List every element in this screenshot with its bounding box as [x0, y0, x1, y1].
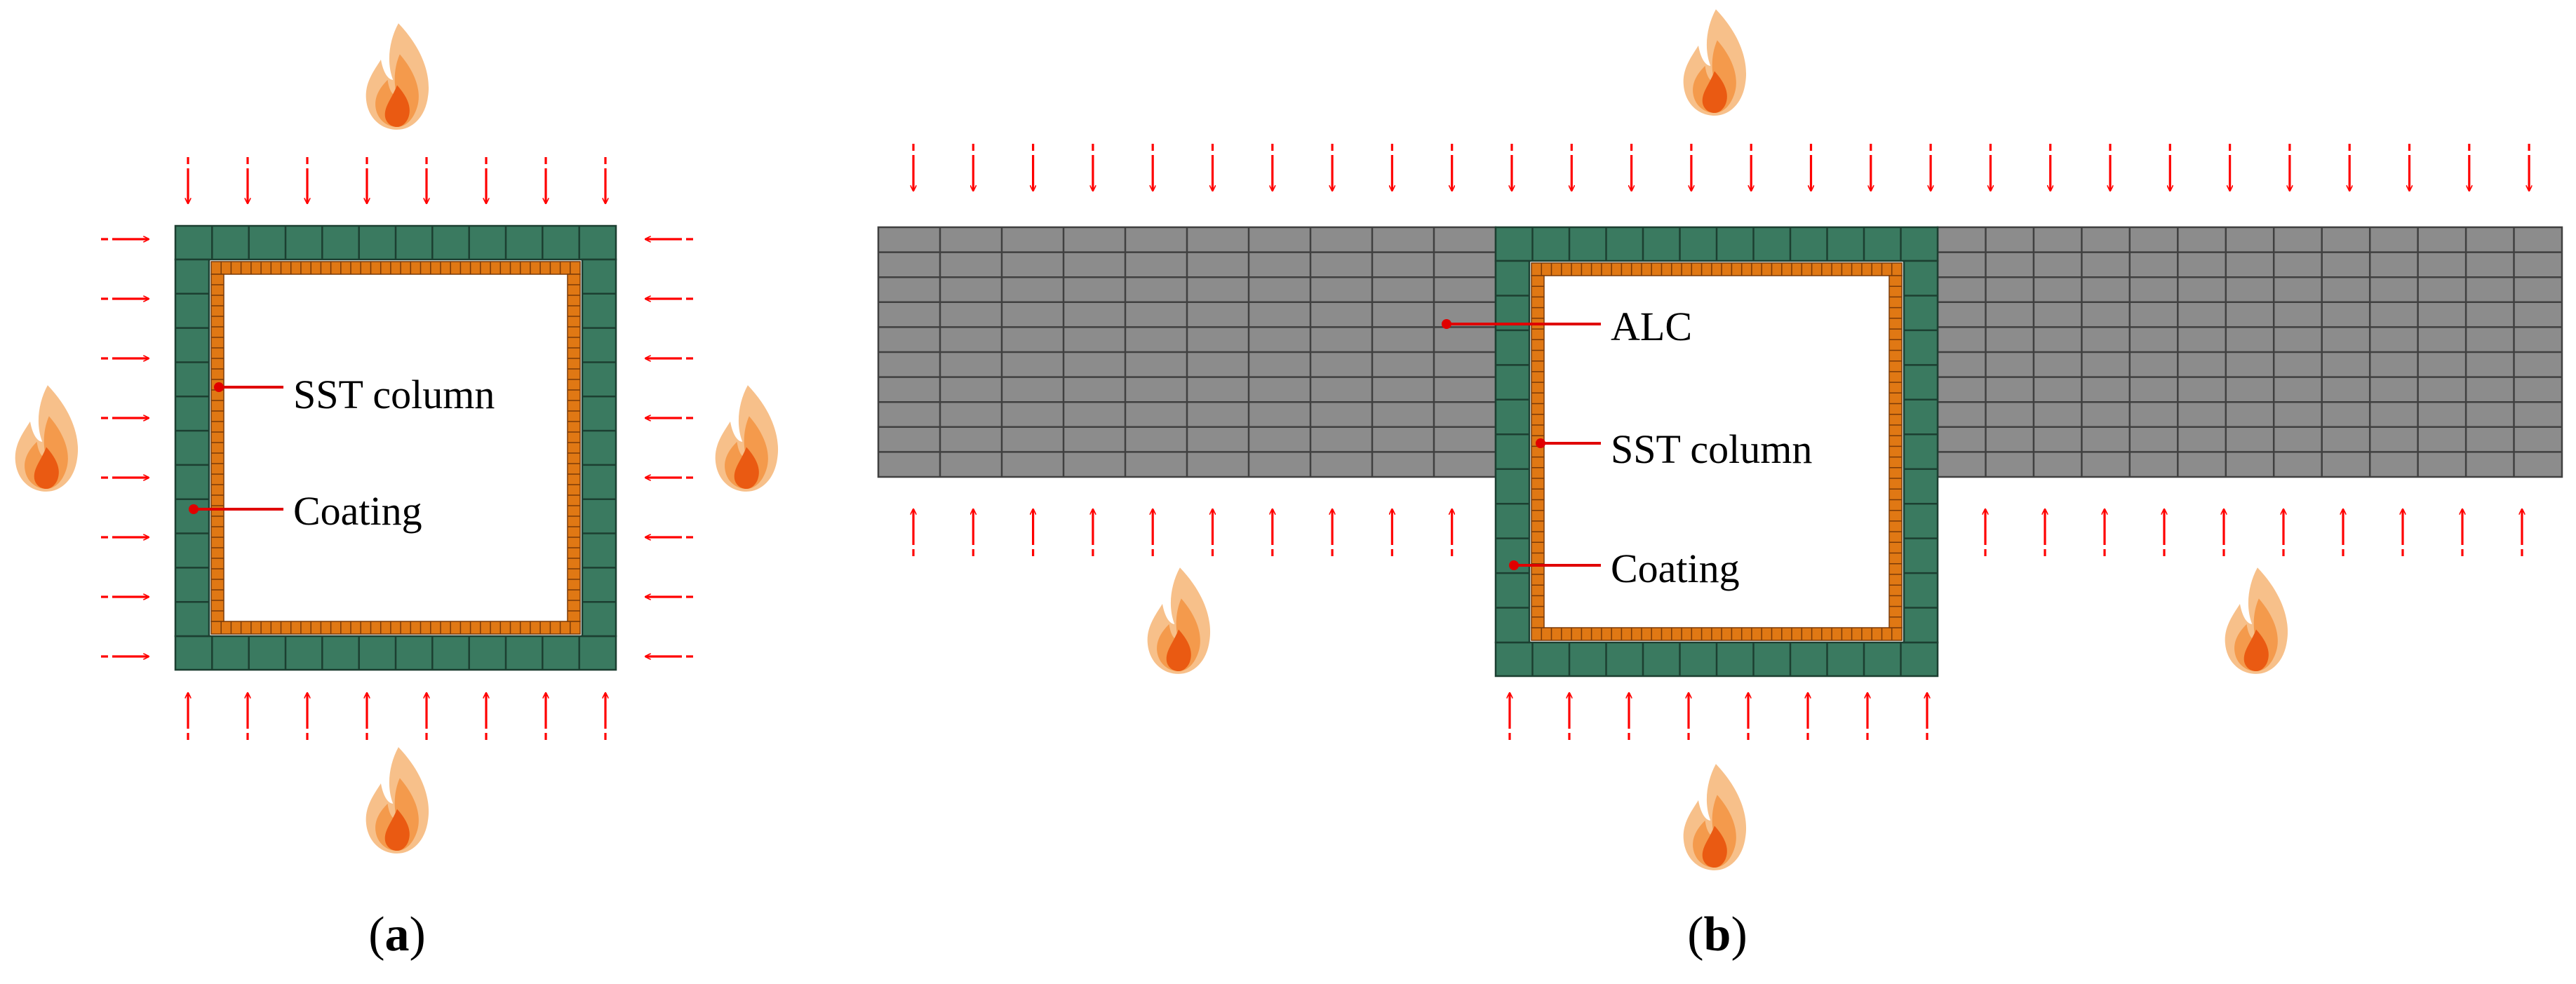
coating-layer-a-top-grid	[211, 226, 580, 260]
sst-column-leader-a	[214, 382, 283, 392]
coating-layer-a-right-fill	[581, 258, 617, 638]
steel-tube-a-top-fill	[210, 261, 581, 275]
coating-layer-b-left-grid	[1496, 295, 1529, 609]
panel-b	[877, 9, 2563, 870]
leaders-a	[189, 382, 283, 514]
steel-tube-a-top	[210, 261, 581, 275]
coating-leader-a	[189, 504, 283, 514]
steel-tube-b-top	[1531, 262, 1903, 276]
steel-tube-a-right-fill	[567, 274, 581, 622]
alc-wall-right	[1936, 226, 2563, 478]
steel-tube-b-left-fill	[1531, 275, 1545, 628]
steel-tube-b-right	[1889, 275, 1903, 628]
panel-a-caption: (a)	[368, 908, 426, 962]
steel-tube-a-right-grid	[568, 284, 580, 612]
leaders-b	[1442, 319, 1601, 570]
coating-layer-a-right	[581, 258, 617, 638]
steel-tube-a-bottom-grid	[220, 621, 571, 634]
steel-tube-b-left	[1531, 275, 1545, 628]
steel-tube-b-top-fill	[1531, 262, 1903, 276]
coating-leader-b-dot	[1509, 560, 1519, 570]
coating-layer-b-top	[1494, 226, 1939, 262]
alc-wall-left-grid	[878, 227, 1496, 477]
steel-tube-a-left	[210, 274, 224, 622]
flame-icon	[715, 385, 779, 492]
alc-leader	[1442, 319, 1601, 329]
coating-layer-a-left-fill	[174, 258, 210, 638]
coating-leader-a-dot	[189, 504, 199, 514]
coating-layer-b-top-grid	[1531, 227, 1902, 261]
coating-label-b: Coating	[1611, 546, 1740, 591]
coating-label-a: Coating	[293, 488, 422, 534]
sst-column-leader-a-dot	[214, 382, 224, 392]
flame-icon	[1683, 9, 1747, 116]
coating-layer-a-bottom-grid	[211, 636, 580, 670]
coating-leader-b	[1509, 560, 1601, 570]
steel-tube-a-top-grid	[220, 262, 571, 274]
coating-layer-a-top	[174, 224, 617, 261]
alc-leader-dot	[1442, 319, 1451, 329]
flame-icon	[1147, 567, 1211, 674]
flame-icon	[2225, 567, 2288, 674]
flame-icon	[1683, 764, 1747, 870]
alc-wall-right-grid	[1938, 227, 2562, 477]
sst-column-leader-b	[1536, 438, 1601, 448]
steel-tube-b-right-grid	[1889, 285, 1902, 618]
coating-layer-b-right-grid	[1904, 295, 1938, 609]
coating-layer-b-left	[1494, 260, 1531, 644]
steel-tube-b-bottom	[1531, 627, 1903, 641]
sst-column-label-a: SST column	[293, 372, 495, 417]
coating-layer-b-right	[1903, 260, 1939, 644]
steel-tube-b-left-grid	[1531, 285, 1544, 618]
alc-label: ALC	[1611, 304, 1692, 349]
heat-arrows-a	[101, 157, 693, 740]
steel-tube-a-right	[567, 274, 581, 622]
sst-column-leader-b-dot	[1536, 438, 1545, 448]
steel-tube-b-top-grid	[1541, 263, 1893, 276]
sst-column-label-b: SST column	[1611, 426, 1812, 472]
coating-layer-b-bottom-grid	[1531, 642, 1902, 676]
panel-b-labels: ALC SST column Coating (b)	[1611, 304, 1812, 962]
coating-layer-a-left-grid	[175, 292, 209, 603]
panel-a-labels: SST column Coating (a)	[293, 372, 495, 962]
flame-icon	[365, 747, 429, 854]
coating-layer-a-right-grid	[582, 292, 616, 603]
panel-b-caption: (b)	[1687, 908, 1747, 962]
flames-a	[15, 23, 779, 854]
steel-tube-a-bottom-fill	[210, 621, 581, 635]
flame-icon	[15, 385, 79, 492]
coating-layer-b-bottom	[1494, 641, 1939, 678]
steel-tube-a	[210, 261, 581, 635]
heat-arrows-b	[913, 144, 2529, 740]
coating-layer-b-right-fill	[1903, 260, 1939, 644]
coating-layer-a-left	[174, 258, 210, 638]
steel-tube-a-bottom	[210, 621, 581, 635]
steel-tube-a-left-fill	[210, 274, 224, 622]
steel-tube-b-bottom-fill	[1531, 627, 1903, 641]
alc-wall-left	[877, 226, 1497, 478]
steel-tube-b	[1531, 262, 1903, 641]
steel-tube-b-bottom-grid	[1541, 628, 1893, 640]
coating-layer-a	[174, 224, 617, 671]
coating-layer-a-bottom	[174, 635, 617, 671]
panel-a	[15, 23, 779, 854]
steel-tube-b-right-fill	[1889, 275, 1903, 628]
coating-layer-b-left-fill	[1494, 260, 1531, 644]
flame-icon	[365, 23, 429, 130]
